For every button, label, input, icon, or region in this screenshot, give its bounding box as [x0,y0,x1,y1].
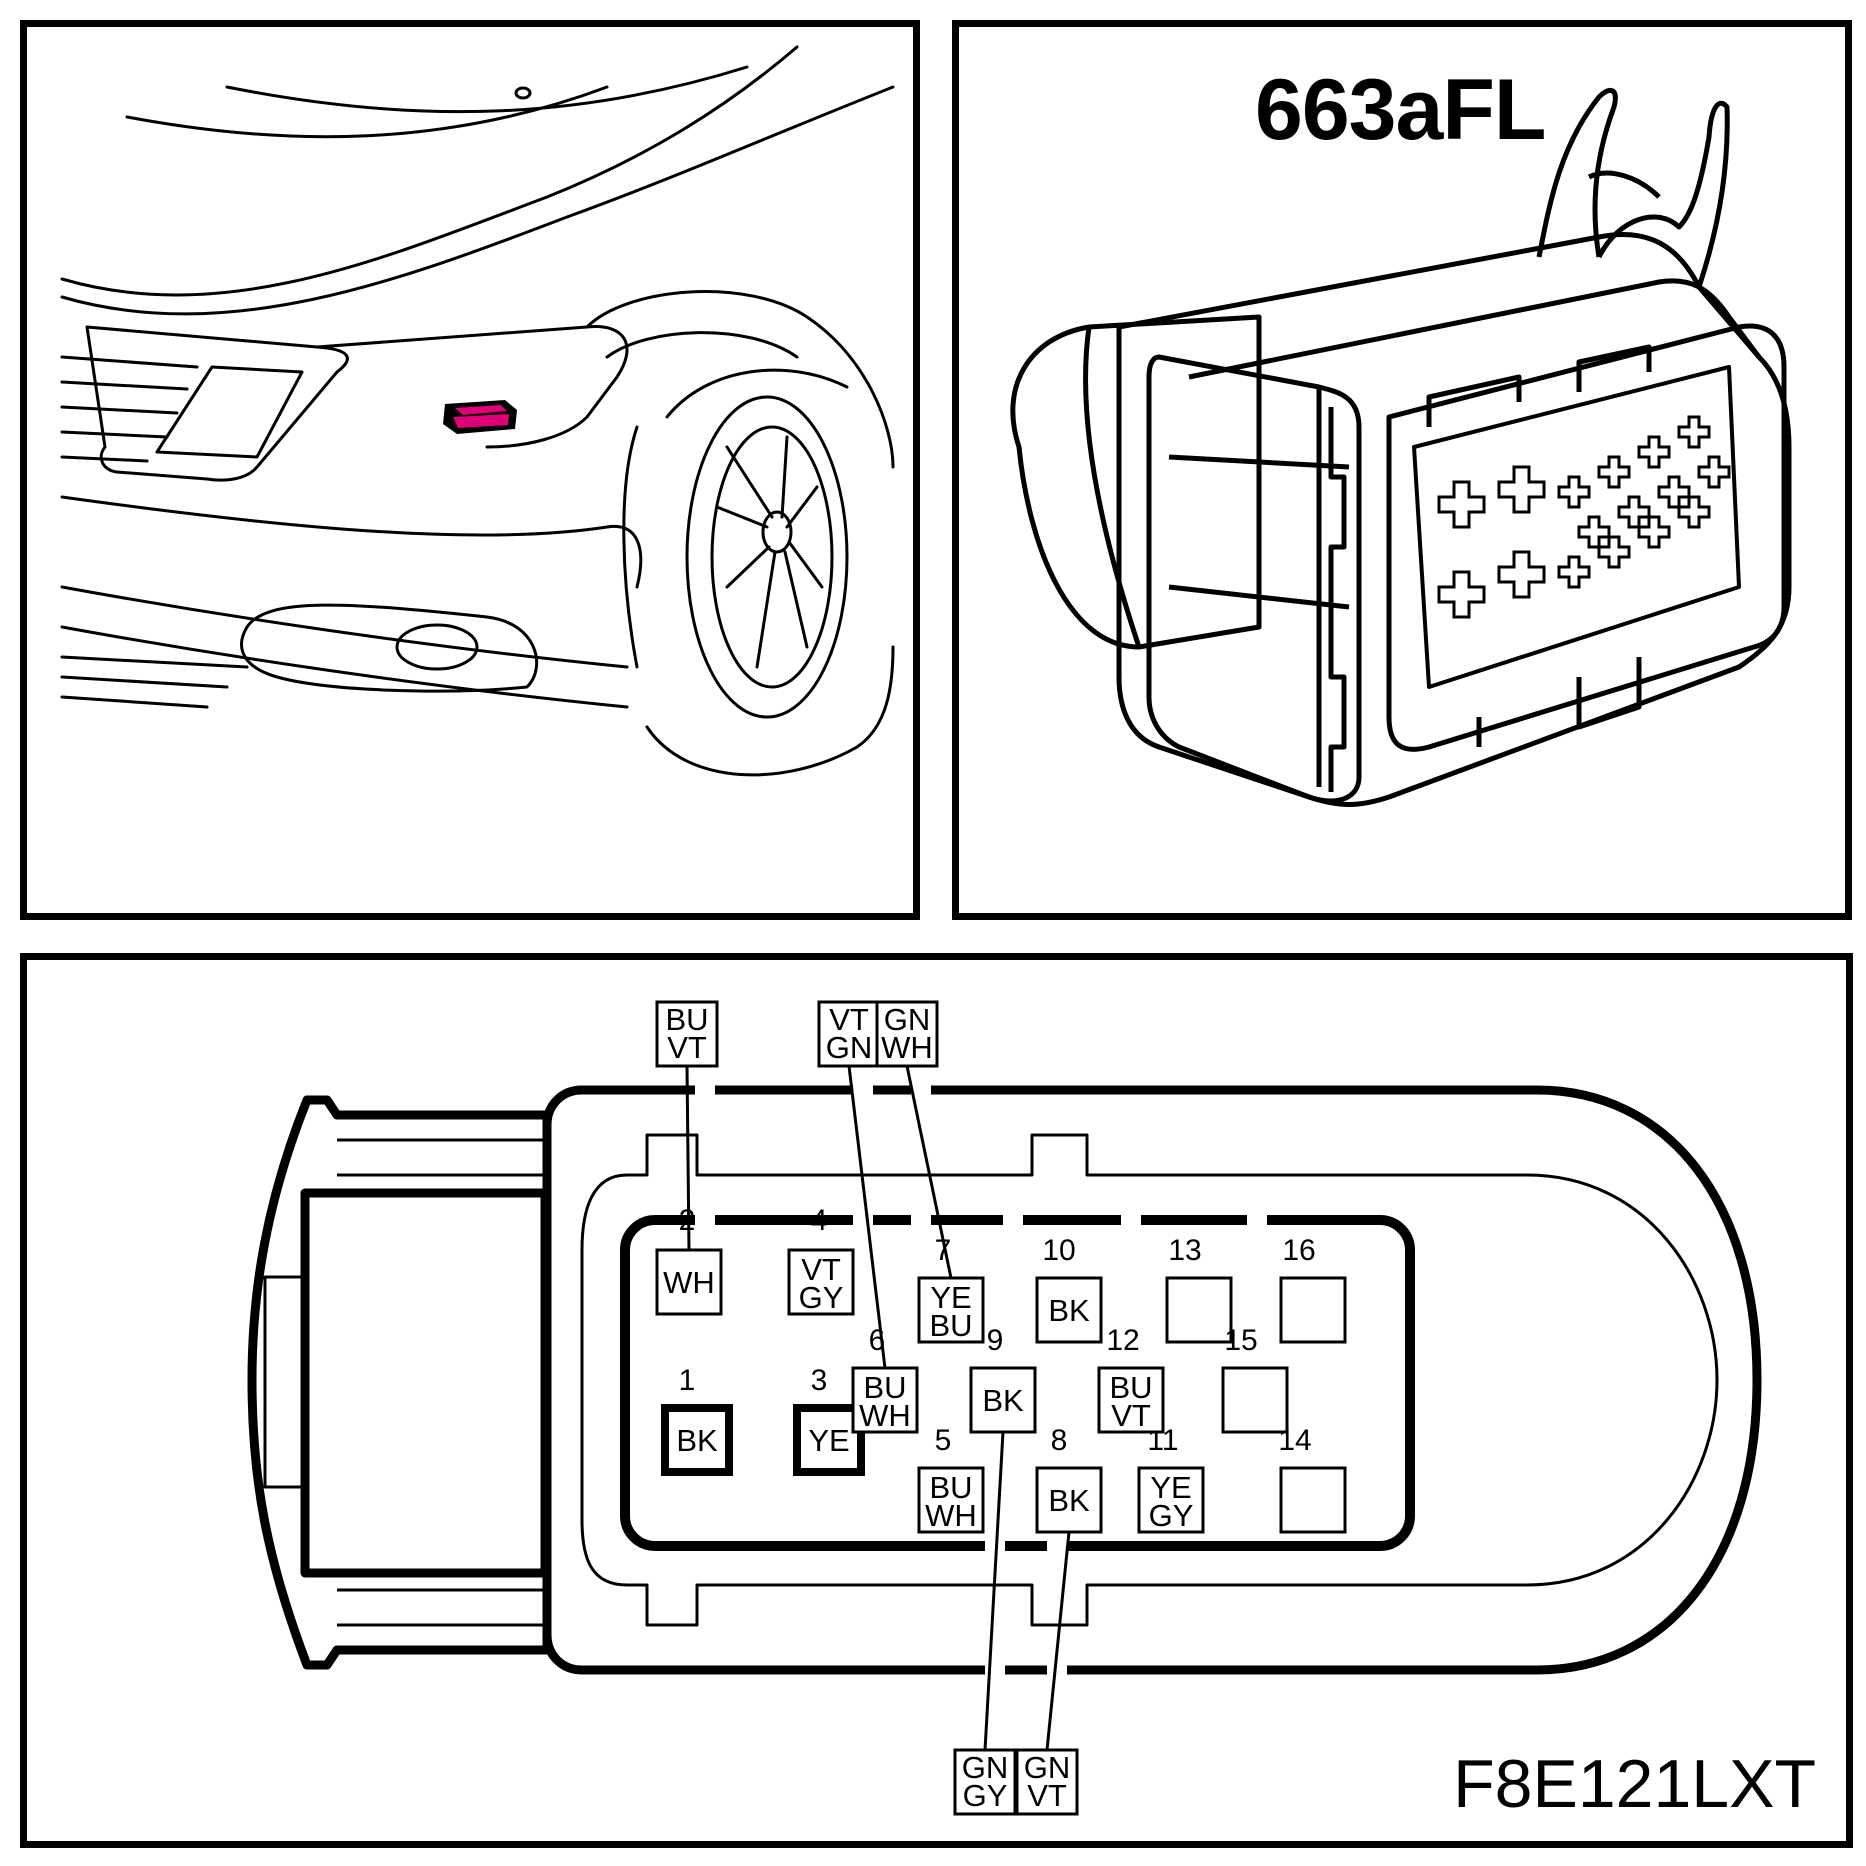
pin-wire-color: YE [808,1423,849,1458]
pin-wire-stripe: GY [799,1280,844,1315]
pin-number: 13 [1168,1234,1201,1267]
pin-wire-stripe: VT [1111,1398,1151,1433]
pinout-diagram: 1BK2WH3YE4VTGY5BUWH6BUWH7YEBU8BK9BK10BK1… [247,1000,1762,1816]
pin-wire-color: BK [1048,1483,1090,1518]
wire-color: VT [829,1002,869,1037]
wire-stripe: VT [1027,1778,1067,1813]
pin-cavity-2: 2WH [655,1204,723,1316]
pin-number: 2 [679,1204,696,1237]
connector-3d-illustration [1010,88,1792,807]
pin-wire-color: YE [930,1280,971,1315]
pin-number: 1 [679,1364,696,1397]
pin-cavity-14: 14 [1278,1424,1347,1534]
wire-color: GN [1024,1750,1071,1785]
pin-cavity-16: 16 [1279,1234,1347,1344]
pin-number: 15 [1224,1324,1257,1357]
figure-code: F8E121LXT [1453,1746,1816,1822]
pin-number: 5 [935,1424,952,1457]
component-location-marker [443,400,517,434]
wire-color: GN [962,1750,1009,1785]
pin-wire-stripe: BU [929,1308,972,1343]
pin-wire-stripe: GY [1149,1498,1194,1533]
pin-wire-stripe: WH [859,1398,911,1433]
wire-stripe: GY [963,1778,1008,1813]
pin-number: 12 [1106,1324,1139,1357]
connector-view-panel: 663aFL [952,20,1852,920]
pin-cavity-9: 9BK [969,1324,1037,1434]
pin-wire-color: BU [1109,1370,1152,1405]
pin-wire-color: BK [982,1383,1024,1418]
pin-number: 4 [811,1204,828,1237]
wire-stripe: GN [826,1030,873,1065]
pin-wire-stripe: WH [925,1498,977,1533]
wire-stripe: VT [667,1030,707,1065]
connector-lock-lever [247,1095,552,1670]
pin-wire-color: YE [1150,1470,1191,1505]
wire-color: BU [665,1002,708,1037]
pin-number: 8 [1051,1424,1068,1457]
pin-wire-color: BK [676,1423,718,1458]
pin-wire-color: BU [929,1470,972,1505]
pin-wire-color: BU [863,1370,906,1405]
pin-cavity-8: 8BK [1035,1424,1103,1534]
pin-wire-color: VT [801,1252,841,1287]
pin-wire-color: WH [663,1265,715,1300]
vehicle-front-illustration [60,45,895,777]
pin-cavity-1: 1BK [661,1364,733,1476]
wire-stripe: WH [881,1030,933,1065]
pin-number: 3 [811,1364,828,1397]
pin-number: 9 [987,1324,1004,1357]
wire-color: GN [884,1002,931,1037]
vehicle-location-panel [20,20,920,920]
pin-number: 10 [1042,1234,1075,1267]
pin-cavity-15: 15 [1221,1324,1289,1434]
connector-id-title: 663aFL [1255,62,1546,158]
pin-wire-color: BK [1048,1293,1090,1328]
pin-number: 16 [1282,1234,1315,1267]
pin-cavity-3: 3YE [793,1364,865,1476]
pin-cavity-13: 13 [1165,1234,1233,1344]
